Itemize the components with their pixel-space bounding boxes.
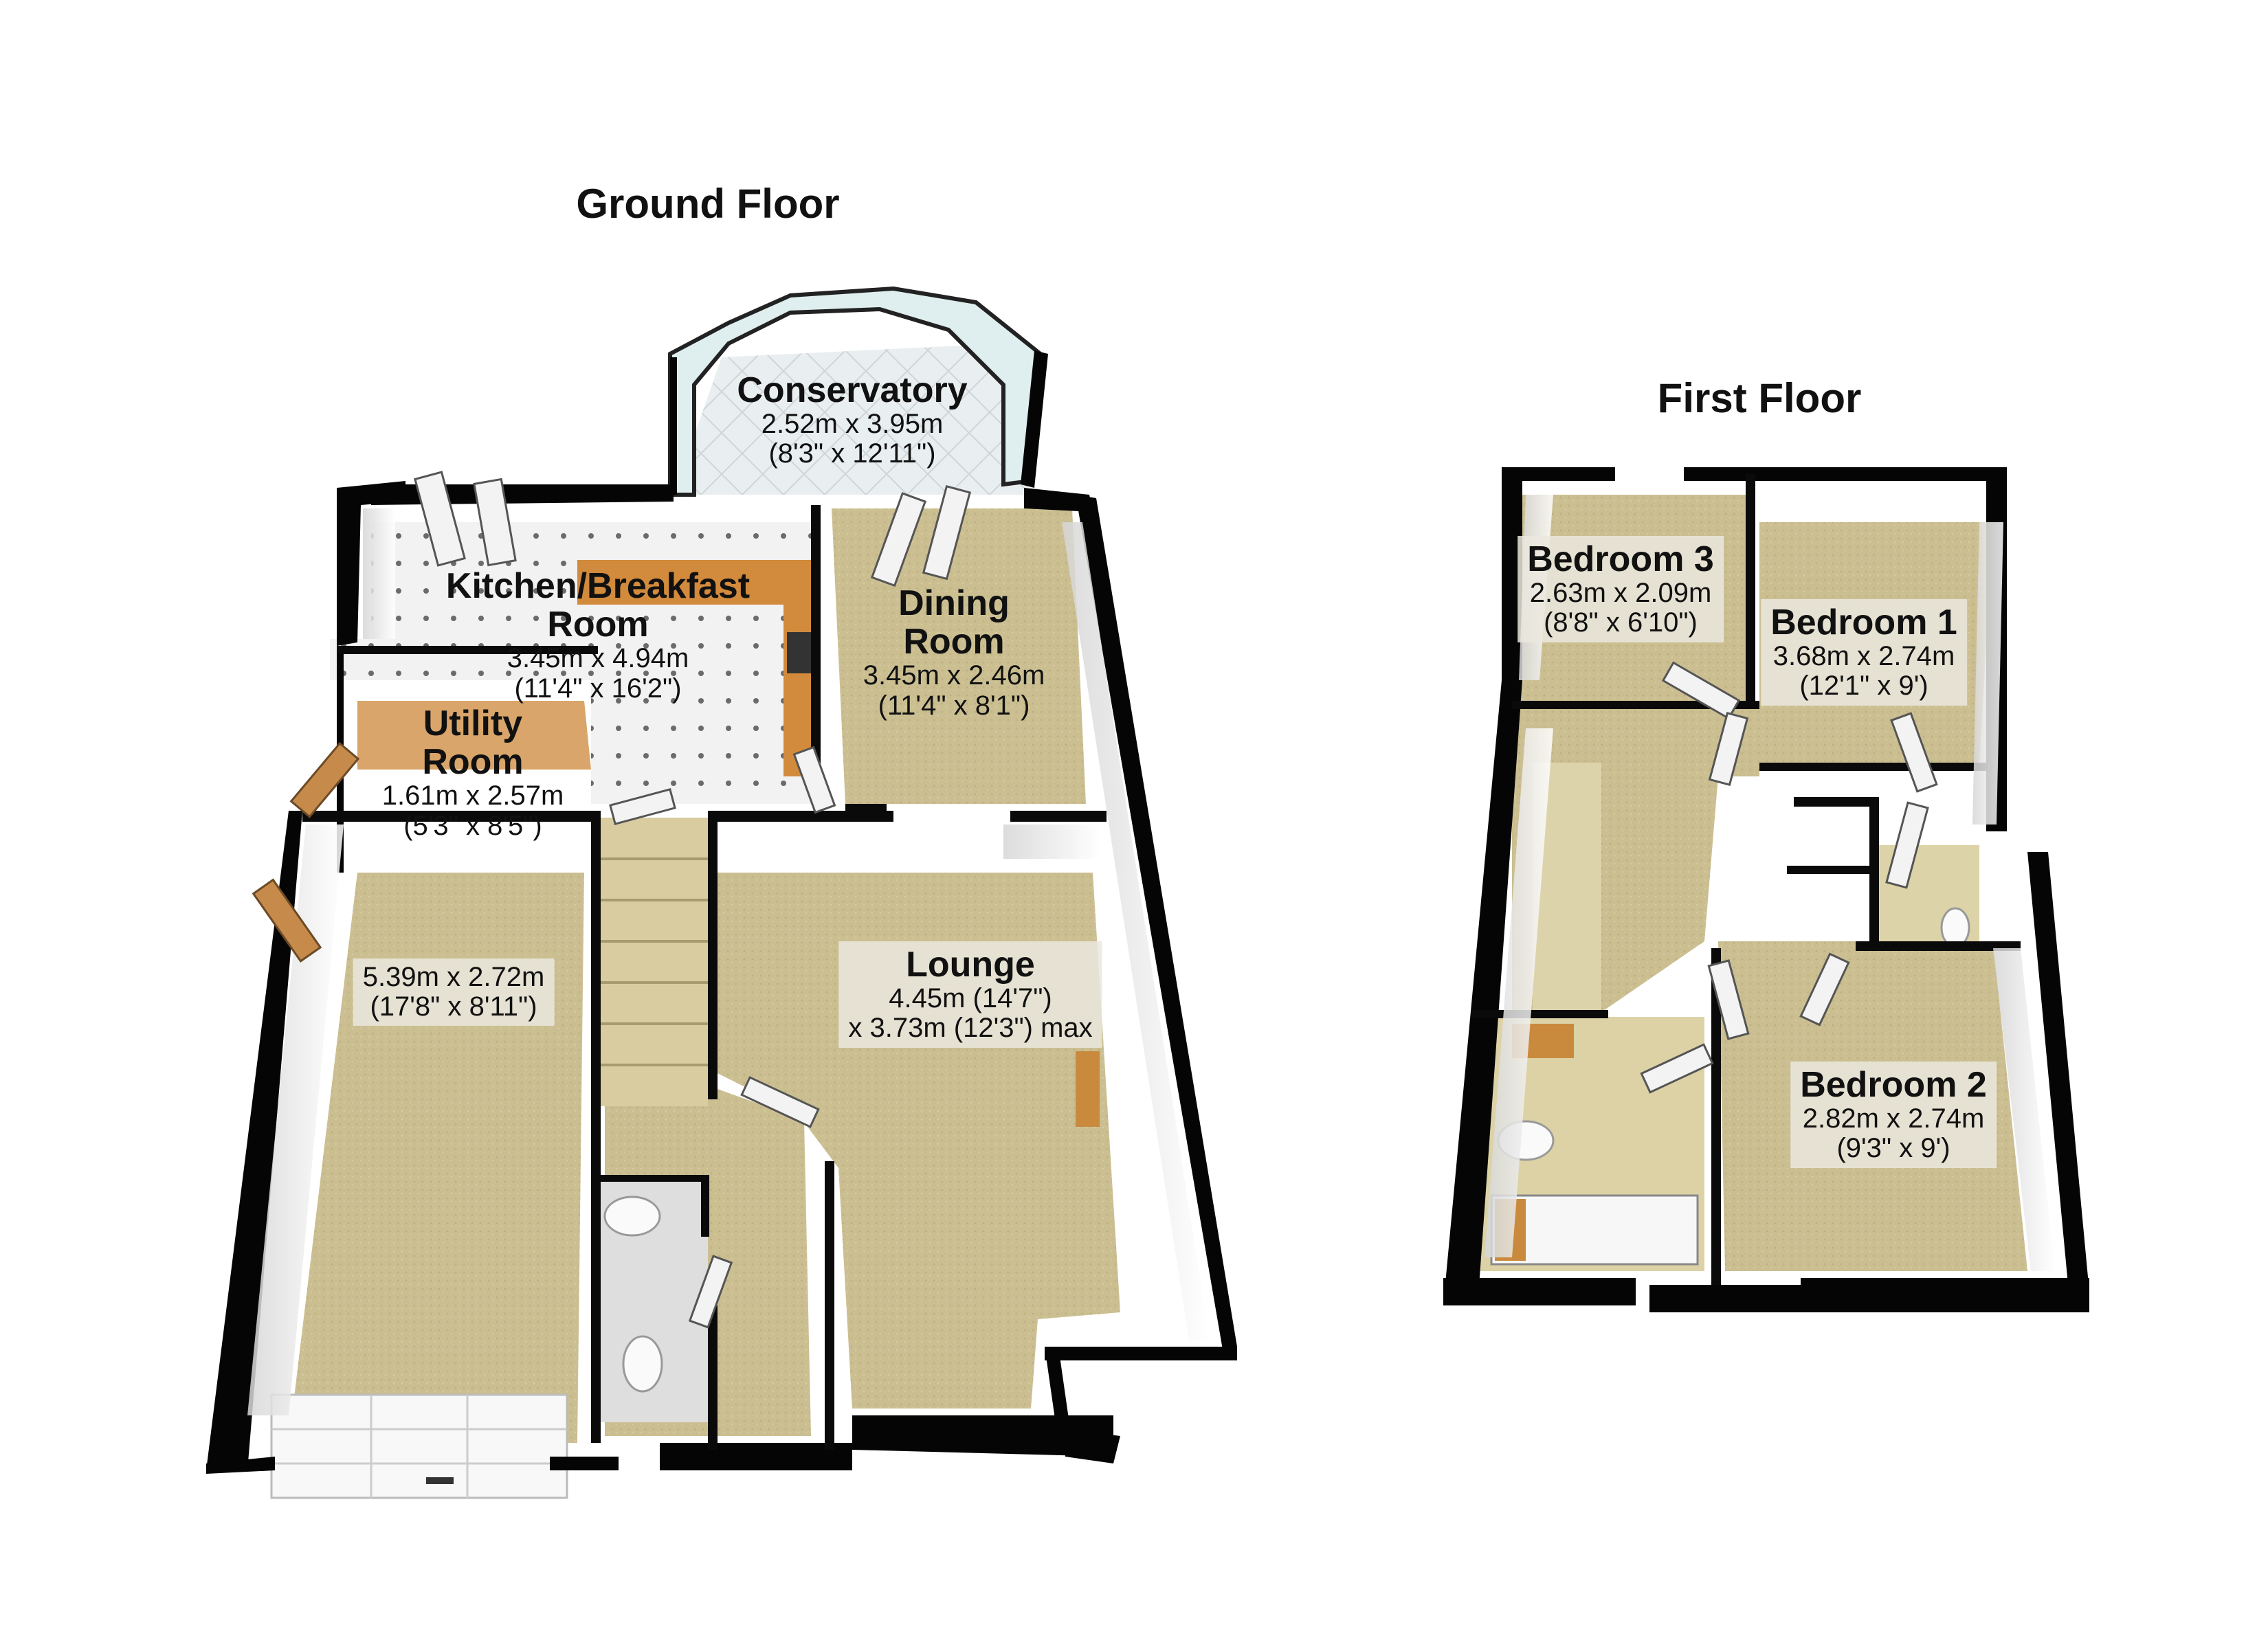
utility-worktop <box>357 701 591 770</box>
room-name-line2: Room <box>903 622 1005 662</box>
staircase <box>598 818 708 1106</box>
room-label-kitchen: Kitchen/Breakfast Room 3.45m x 4.94m (11… <box>446 567 750 704</box>
room-name: Bedroom 1 <box>1770 603 1957 642</box>
room-label-utility: Utility Room 1.61m x 2.57m (5'3" x 8'5") <box>382 704 564 841</box>
room-label-lounge: Lounge 4.45m (14'7") x 3.73m (12'3") max <box>838 941 1102 1048</box>
ground-inner-walls <box>302 505 1107 1450</box>
first-floor-title: First Floor <box>1657 375 1862 421</box>
conservatory-floor <box>674 344 1031 495</box>
room-dimensions-imperial: (11'4" x 8'1") <box>878 690 1030 721</box>
external-doors <box>252 741 360 963</box>
room-name: Lounge <box>906 945 1035 985</box>
room-dimensions-metric: 2.82m x 2.74m <box>1802 1103 1985 1134</box>
ground-floor-plan <box>206 286 1237 1499</box>
room-label-bedroom1: Bedroom 1 3.68m x 2.74m (12'1" x 9') <box>1761 599 1967 706</box>
room-dimensions-metric: 1.61m x 2.57m <box>381 781 564 811</box>
ground-wc-toilet <box>622 1335 663 1393</box>
room-dimensions-imperial: (9'3" x 9') <box>1836 1133 1950 1164</box>
room-dimensions-metric: 2.63m x 2.09m <box>1529 578 1712 609</box>
conservatory-glass <box>668 286 1047 497</box>
room-name-line1: Utility <box>423 704 523 743</box>
room-label-conservatory: Conservatory 2.52m x 3.95m (8'3" x 12'11… <box>737 371 967 469</box>
garage-door <box>270 1393 568 1499</box>
fireplace <box>1076 1051 1100 1127</box>
room-name-line2: Room <box>547 605 649 645</box>
ground-doors <box>414 471 972 1329</box>
room-dimensions-imperial: (8'3" x 12'11") <box>768 438 936 469</box>
room-name: Bedroom 3 <box>1527 539 1714 579</box>
ensuite-toilet <box>1940 907 1970 948</box>
room-dimensions-metric: 3.45m x 2.46m <box>863 660 1045 691</box>
room-name-line2: Room <box>422 742 524 783</box>
room-label-garage: 5.39m x 2.72m (17'8" x 8'11") <box>353 958 555 1027</box>
ground-wc-basin <box>603 1196 661 1237</box>
first-stairs <box>1533 763 1601 1010</box>
room-dimensions-metric: 3.68m x 2.74m <box>1772 641 1955 672</box>
room-dimensions-metric: 2.52m x 3.95m <box>761 409 944 440</box>
room-label-bedroom3: Bedroom 3 2.63m x 2.09m (8'8" x 6'10") <box>1517 536 1724 642</box>
room-dimensions-imperial: (11'4" x 16'2") <box>514 673 682 704</box>
room-label-bedroom2: Bedroom 2 2.82m x 2.74m (9'3" x 9') <box>1790 1062 1997 1168</box>
room-dimensions-imperial: (12'1" x 9') <box>1799 671 1928 702</box>
room-name-line1: Dining <box>898 583 1010 623</box>
ground-floor-title: Ground Floor <box>576 181 840 227</box>
ground-wall-faces <box>247 508 1210 1415</box>
room-dimensions-line1: 4.45m (14'7") <box>889 983 1052 1014</box>
room-dimensions-metric: 5.39m x 2.72m <box>362 962 545 992</box>
room-label-dining: Dining Room 3.45m x 2.46m (11'4" x 8'1") <box>863 584 1045 721</box>
room-name: Bedroom 2 <box>1800 1065 1987 1105</box>
room-dimensions-imperial: (17'8" x 8'11") <box>370 991 537 1022</box>
room-name-line1: Kitchen/Breakfast <box>445 566 751 606</box>
room-dimensions-imperial: (5'3" x 8'5") <box>403 810 542 841</box>
room-dimensions-line2: x 3.73m (12'3") max <box>848 1013 1093 1044</box>
ground-walls <box>206 481 1237 1474</box>
room-dimensions-imperial: (8'8" x 6'10") <box>1544 607 1698 638</box>
first-doors <box>1640 661 1938 1094</box>
room-name: Conservatory <box>737 370 968 410</box>
room-dimensions-metric: 3.45m x 4.94m <box>507 643 689 674</box>
first-floor-plan <box>1443 467 2089 1312</box>
